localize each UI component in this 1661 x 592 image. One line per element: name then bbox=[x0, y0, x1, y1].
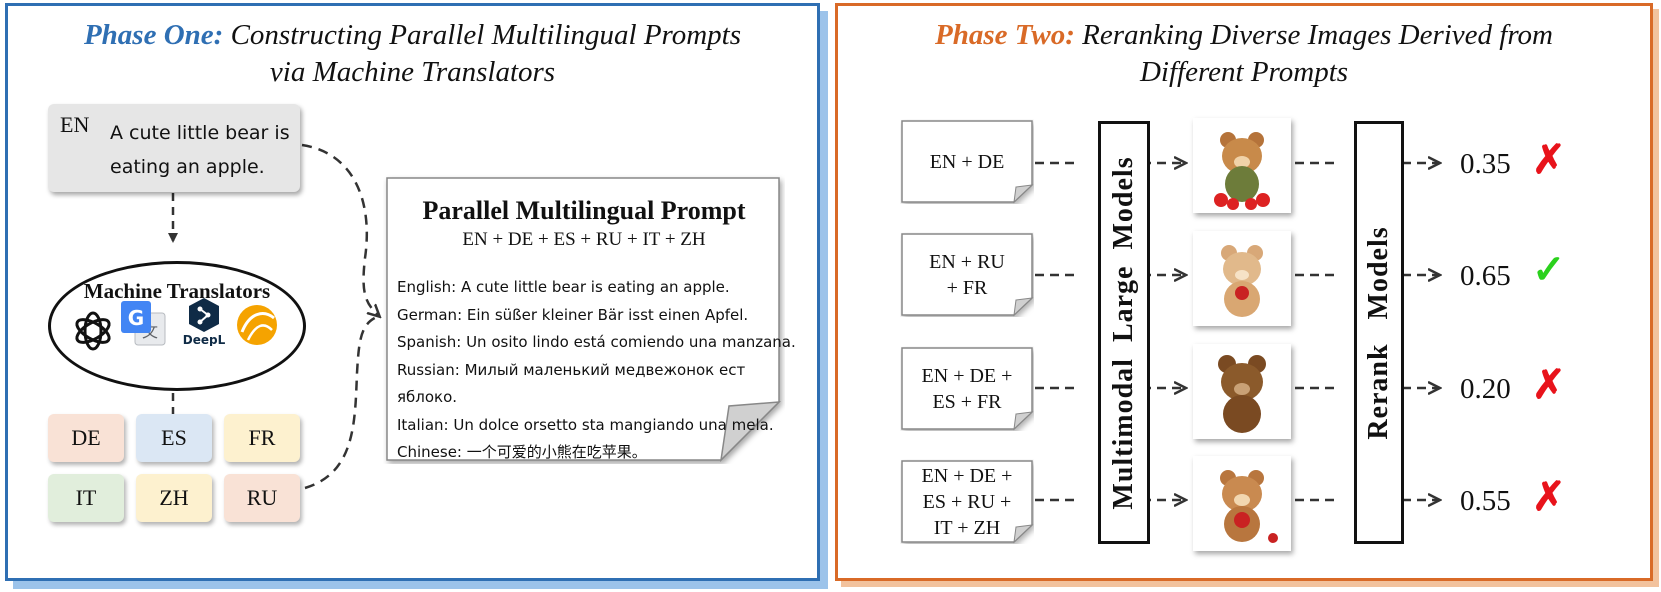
document-heading: Parallel Multilingual Prompt bbox=[422, 196, 746, 225]
phase-two-title-line1: Reranking Diverse Images Derived from bbox=[1082, 19, 1553, 51]
phase-one-label: Phase One: bbox=[83, 19, 224, 51]
phase-two-title-line2: Different Prompts bbox=[1139, 56, 1349, 88]
prompt-box-shape bbox=[901, 120, 1034, 204]
document-shape bbox=[386, 177, 781, 463]
document-line: English: A cute little bear is eating an… bbox=[397, 278, 730, 296]
document-line: яблоко. bbox=[397, 388, 458, 406]
lang-box-de: DE bbox=[48, 414, 124, 462]
generated-image-1 bbox=[1193, 118, 1291, 213]
lang-box-ru: RU bbox=[224, 474, 300, 522]
phase-two-panel: Phase Two: Reranking Diverse Images Deri… bbox=[835, 3, 1653, 581]
chatgpt-logo-icon bbox=[75, 311, 111, 351]
multimodal-large-models-label: Multimodal Large Models bbox=[1108, 155, 1139, 510]
prompt-box-text: EN + DE +ES + FR bbox=[921, 364, 1013, 413]
prompt-box-text: EN + DE +ES + RU +IT + ZH bbox=[921, 464, 1013, 539]
score-2: 0.65 bbox=[1460, 260, 1511, 292]
lang-box-es: ES bbox=[136, 414, 212, 462]
machine-translators-node: Machine Translators 文 G DeepL bbox=[48, 261, 306, 391]
check-icon: ✓ bbox=[1532, 247, 1566, 292]
prompt-box-2: EN + RU+ FR bbox=[900, 232, 1034, 317]
document-line: Chinese: 一个可爱的小熊在吃苹果。 bbox=[397, 443, 647, 461]
translator-orange-icon bbox=[237, 305, 277, 345]
google-translate-icon: 文 G bbox=[121, 301, 166, 346]
lang-box-zh: ZH bbox=[136, 474, 212, 522]
generated-image-4 bbox=[1193, 456, 1291, 551]
prompt-box-1: EN + DE bbox=[900, 119, 1034, 204]
phase-one-title: Phase One: Constructing Parallel Multili… bbox=[8, 17, 817, 54]
cross-icon: ✗ bbox=[1532, 137, 1566, 182]
score-4: 0.55 bbox=[1460, 485, 1511, 517]
phase-one-panel: Phase One: Constructing Parallel Multili… bbox=[5, 3, 820, 581]
prompt-box-shape bbox=[901, 460, 1034, 544]
lang-box-it: IT bbox=[48, 474, 124, 522]
phase-two-label: Phase Two: bbox=[935, 19, 1075, 51]
english-prompt-box: EN A cute little bear is eating an apple… bbox=[48, 104, 300, 192]
machine-translators-label: Machine Translators bbox=[83, 279, 271, 303]
deepl-logo-icon: DeepL bbox=[183, 298, 226, 346]
document-lines: English: A cute little bear is eating an… bbox=[397, 274, 796, 467]
prompt-box-shape bbox=[901, 347, 1034, 431]
bear-image-3 bbox=[1218, 355, 1266, 433]
svg-text:DeepL: DeepL bbox=[183, 333, 226, 346]
generated-image-2 bbox=[1193, 231, 1291, 326]
prompt-box-text: EN + DE bbox=[929, 150, 1005, 173]
bear-image-2 bbox=[1221, 245, 1263, 317]
phase-one-title-line1: Constructing Parallel Multilingual Promp… bbox=[230, 19, 742, 51]
phase-two-title: Phase Two: Reranking Diverse Images Deri… bbox=[838, 17, 1650, 54]
rerank-models-label: Rerank Models bbox=[1363, 225, 1394, 440]
prompt-box-text: EN + RU+ FR bbox=[929, 250, 1005, 299]
english-prompt-text: A cute little bear is eating an apple. bbox=[110, 122, 290, 178]
svg-text:G: G bbox=[128, 306, 144, 330]
cross-icon: ✗ bbox=[1532, 362, 1566, 407]
prompt-box-shape bbox=[901, 233, 1034, 317]
document-line: Italian: Un dolce orsetto sta mangiando … bbox=[397, 415, 774, 434]
lang-box-fr: FR bbox=[224, 414, 300, 462]
prompt-box-4: EN + DE +ES + RU +IT + ZH bbox=[900, 459, 1034, 544]
bear-image-1 bbox=[1214, 132, 1270, 210]
phase-one-title-line2: via Machine Translators bbox=[269, 56, 556, 88]
prompt-box-3: EN + DE +ES + FR bbox=[900, 346, 1034, 431]
document-line: Russian: Милый маленький медвежонок ест bbox=[397, 360, 746, 379]
bear-image-4 bbox=[1220, 470, 1278, 543]
parallel-prompt-document: Parallel Multilingual Prompt EN + DE + E… bbox=[383, 174, 796, 467]
score-1: 0.35 bbox=[1460, 148, 1511, 180]
document-line: German: Ein süßer kleiner Bär isst einen… bbox=[397, 305, 749, 324]
document-line: Spanish: Un osito lindo está comiendo un… bbox=[397, 333, 796, 351]
rerank-models-box: Rerank Models bbox=[1354, 121, 1404, 544]
english-tag: EN bbox=[60, 112, 90, 137]
document-subheading: EN + DE + ES + RU + IT + ZH bbox=[462, 229, 706, 250]
generated-image-3 bbox=[1193, 344, 1291, 439]
cross-icon: ✗ bbox=[1532, 474, 1566, 519]
score-3: 0.20 bbox=[1460, 373, 1511, 405]
multimodal-large-models-box: Multimodal Large Models bbox=[1098, 121, 1150, 544]
